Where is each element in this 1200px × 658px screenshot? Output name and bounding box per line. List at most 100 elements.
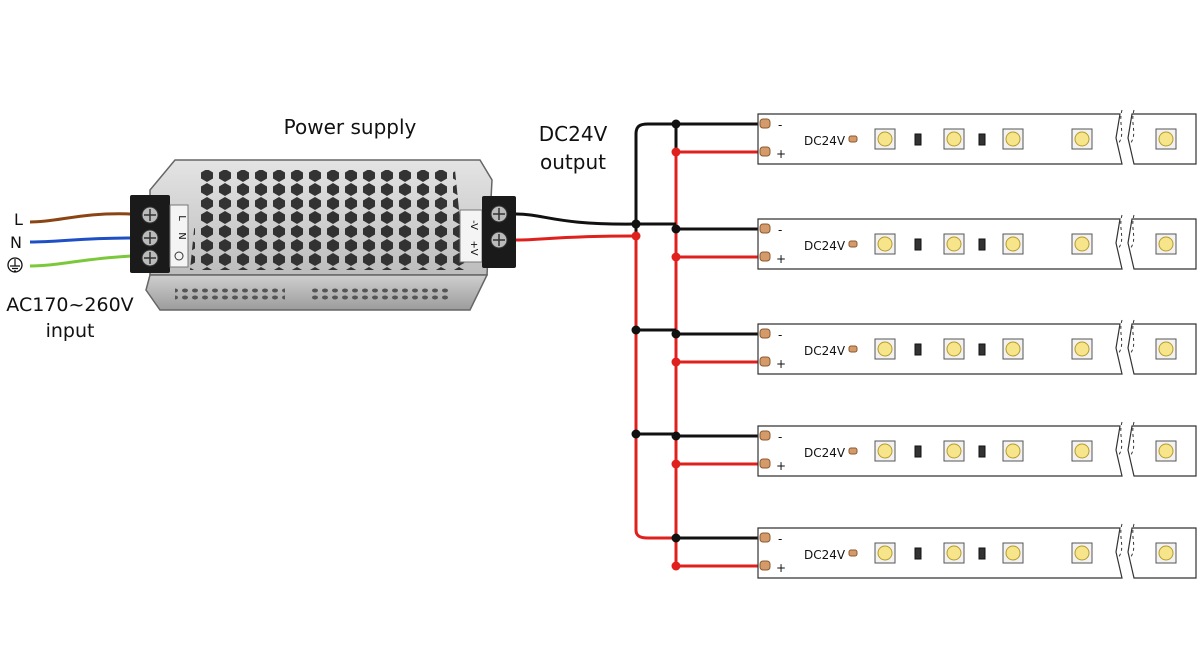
led-emitter <box>1074 236 1090 252</box>
led-strip-row: -+DC24V <box>671 319 1197 375</box>
diagram-labels: Power supply DC24V output L N AC170~260V… <box>6 115 607 342</box>
strip-minus-label: - <box>778 223 782 237</box>
led-emitter <box>1158 341 1174 357</box>
psu-side-vents-right <box>310 288 450 302</box>
strip-label-pad <box>848 549 858 557</box>
led-emitter <box>946 236 962 252</box>
psu-vent-grille <box>190 170 465 270</box>
led-emitter <box>1074 545 1090 561</box>
copper-pad-negative <box>759 328 771 339</box>
junction-dot-positive <box>671 147 681 157</box>
strip-label-pad <box>848 135 858 143</box>
led-emitter <box>946 131 962 147</box>
strip-voltage-label: DC24V <box>804 446 846 460</box>
strip-minus-label: - <box>778 430 782 444</box>
smd-resistor <box>914 445 922 458</box>
led-emitter <box>1158 545 1174 561</box>
led-strip-row: -+DC24V <box>671 421 1197 477</box>
strip-voltage-label: DC24V <box>804 548 846 562</box>
smd-resistor <box>978 547 986 560</box>
strip-label-pad <box>848 447 858 455</box>
dc-output-label-line1: DC24V <box>539 122 608 146</box>
copper-pad-positive <box>759 560 771 571</box>
distribution-bus <box>634 122 678 566</box>
led-emitter <box>1074 341 1090 357</box>
smd-resistor <box>978 133 986 146</box>
led-emitter <box>1074 443 1090 459</box>
strip-body <box>757 323 1123 375</box>
led-emitter <box>877 443 893 459</box>
led-strip-row: -+DC24V <box>671 109 1197 165</box>
strip-label-pad <box>848 345 858 353</box>
strip-voltage-label: DC24V <box>804 239 846 253</box>
smd-resistor <box>978 445 986 458</box>
junction-dot-positive <box>671 459 681 469</box>
copper-pad-positive <box>759 458 771 469</box>
terminal-plus-label: +V <box>468 240 479 255</box>
junction-dot-negative <box>671 119 681 129</box>
strip-voltage-label: DC24V <box>804 134 846 148</box>
led-strips: -+DC24V-+DC24V-+DC24V-+DC24V-+DC24V <box>631 109 1197 579</box>
strip-minus-label: - <box>778 532 782 546</box>
led-emitter <box>877 545 893 561</box>
live-wire <box>29 212 133 224</box>
power-supply-label: Power supply <box>284 115 417 139</box>
led-emitter <box>1158 236 1174 252</box>
smd-resistor <box>914 238 922 251</box>
terminal-earth-icon <box>174 251 184 261</box>
earth-wire <box>29 254 133 268</box>
terminal-n-label: N <box>176 232 187 239</box>
led-emitter <box>1005 341 1021 357</box>
dc-output-label-line2: output <box>540 150 606 174</box>
strip-plus-label: + <box>776 561 786 575</box>
ac-input-label-line1: AC170~260V <box>6 294 133 316</box>
line-l-label: L <box>14 210 23 229</box>
ac-input-label-line2: input <box>46 320 95 342</box>
dc-output-wires <box>515 212 637 242</box>
copper-pad-positive <box>759 251 771 262</box>
junction-dot-negative <box>671 224 681 234</box>
strip-body <box>757 527 1123 579</box>
led-emitter <box>946 341 962 357</box>
copper-pad-negative <box>759 532 771 543</box>
earth-ground-icon <box>7 257 23 273</box>
copper-pad-positive <box>759 146 771 157</box>
line-n-label: N <box>10 233 22 252</box>
led-emitter <box>946 443 962 459</box>
smd-resistor <box>914 547 922 560</box>
strip-body <box>757 218 1123 270</box>
led-strip-row: - + DC24V <box>671 523 1197 579</box>
strip-voltage-label: DC24V <box>804 344 846 358</box>
junction-dot-positive <box>671 357 681 367</box>
led-emitter <box>877 341 893 357</box>
led-emitter <box>1005 443 1021 459</box>
copper-pad-negative <box>759 223 771 234</box>
strip-plus-label: + <box>776 252 786 266</box>
psu-positive-wire <box>515 234 637 242</box>
input-label-plate <box>169 204 189 268</box>
strip-label-pad <box>848 240 858 248</box>
strip-minus-label: - <box>778 118 782 132</box>
strip-minus-label: - <box>778 328 782 342</box>
positive-bus <box>634 236 676 540</box>
terminal-minus-label: -V <box>468 220 479 230</box>
bus-junction-positive <box>631 231 641 241</box>
terminal-l-label: L <box>176 215 187 221</box>
led-emitter <box>1005 236 1021 252</box>
psu-side-vents-left <box>175 288 285 302</box>
led-emitter <box>877 236 893 252</box>
junction-dot-negative <box>671 329 681 339</box>
power-supply-unit: L N -V +V <box>130 159 516 311</box>
junction-dot-positive <box>671 561 681 571</box>
led-strip-row: - + DC24V <box>671 214 1197 270</box>
copper-pad-positive <box>759 356 771 367</box>
copper-pad-negative <box>759 430 771 441</box>
led-emitter <box>1005 131 1021 147</box>
junction-dot-negative <box>671 533 681 543</box>
led-emitter <box>1158 443 1174 459</box>
led-emitter <box>1005 545 1021 561</box>
led-emitter <box>1158 131 1174 147</box>
neutral-wire <box>29 236 133 244</box>
strip-body <box>757 113 1123 165</box>
